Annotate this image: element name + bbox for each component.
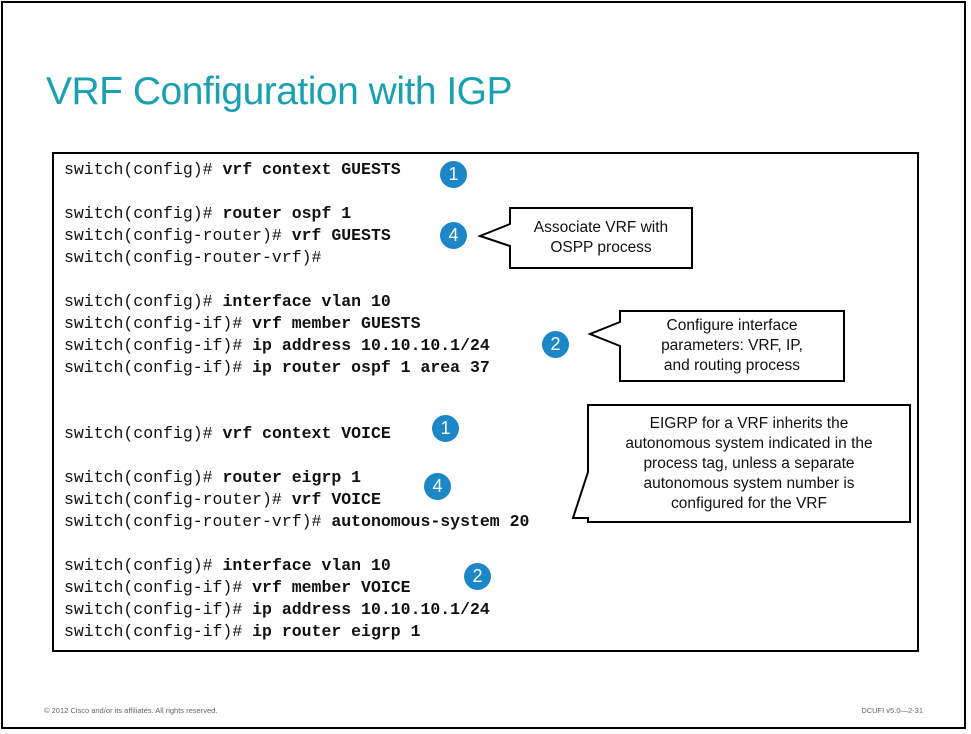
code-command: ip address 10.10.10.1/24 [252, 600, 490, 619]
callout-line: process tag, unless a separate [643, 455, 855, 472]
code-prompt: switch(config)# [64, 160, 223, 179]
code-command: interface vlan 10 [222, 556, 391, 575]
copyright-footer: © 2012 Cisco and/or its affiliates. All … [44, 706, 218, 715]
code-line: switch(config-if)# ip address 10.10.10.1… [64, 600, 490, 620]
code-prompt: switch(config-if)# [64, 336, 253, 355]
code-line: switch(config-router)# vrf VOICE [64, 490, 381, 510]
code-line: switch(config-if)# ip address 10.10.10.1… [64, 336, 490, 356]
callout-line: EIGRP for a VRF inherits the [649, 415, 849, 432]
code-prompt: switch(config)# [64, 204, 223, 223]
code-prompt: switch(config)# [64, 468, 223, 487]
callout-eigrp-text: EIGRP for a VRF inherits the autonomous … [590, 414, 908, 514]
code-prompt: switch(config-router)# [64, 490, 292, 509]
code-command: ip address 10.10.10.1/24 [252, 336, 490, 355]
code-prompt: switch(config-router)# [64, 226, 292, 245]
step-badge: 2 [542, 331, 569, 358]
callout-line: and routing process [663, 357, 801, 374]
code-prompt: switch(config-if)# [64, 578, 253, 597]
callout-line: OSPP process [550, 239, 652, 256]
code-prompt: switch(config-if)# [64, 314, 253, 333]
code-command: vrf member VOICE [252, 578, 411, 597]
code-command: vrf VOICE [291, 490, 381, 509]
code-command: vrf member GUESTS [252, 314, 421, 333]
callout-line: parameters: VRF, IP, [661, 337, 803, 354]
code-command: router eigrp 1 [222, 468, 362, 487]
callout-line: configured for the VRF [671, 495, 827, 512]
code-command: vrf GUESTS [291, 226, 391, 245]
code-prompt: switch(config)# [64, 292, 223, 311]
code-prompt: switch(config-router-vrf)# [64, 512, 332, 531]
code-line: switch(config-if)# vrf member GUESTS [64, 314, 420, 334]
code-line: switch(config)# router eigrp 1 [64, 468, 361, 488]
code-command: router ospf 1 [222, 204, 352, 223]
code-line: switch(config-router-vrf)# autonomous-sy… [64, 512, 529, 532]
code-command: vrf context VOICE [222, 424, 391, 443]
code-command: interface vlan 10 [222, 292, 391, 311]
code-prompt: switch(config-if)# [64, 600, 253, 619]
code-line: switch(config-if)# ip router eigrp 1 [64, 622, 420, 642]
code-prompt: switch(config-router-vrf)# [64, 248, 322, 267]
code-command: ip router eigrp 1 [252, 622, 421, 641]
code-command: autonomous-system 20 [331, 512, 530, 531]
step-badge: 4 [440, 222, 467, 249]
callout-line: Configure interface [666, 317, 798, 334]
code-line: switch(config-router)# vrf GUESTS [64, 226, 391, 246]
code-line: switch(config-router-vrf)# [64, 248, 321, 268]
code-command: vrf context GUESTS [222, 160, 401, 179]
code-line: switch(config)# vrf context VOICE [64, 424, 391, 444]
code-line: switch(config)# vrf context GUESTS [64, 160, 401, 180]
code-line: switch(config-if)# vrf member VOICE [64, 578, 411, 598]
code-line: switch(config)# interface vlan 10 [64, 292, 391, 312]
callout-line: Associate VRF with [533, 219, 669, 236]
code-line: switch(config-if)# ip router ospf 1 area… [64, 358, 490, 378]
callout-associate-text: Associate VRF with OSPP process [512, 218, 690, 258]
code-command: ip router ospf 1 area 37 [252, 358, 490, 377]
step-badge: 1 [432, 415, 459, 442]
code-prompt: switch(config)# [64, 424, 223, 443]
step-badge: 1 [440, 161, 467, 188]
callout-line: autonomous system indicated in the [625, 435, 873, 452]
code-prompt: switch(config-if)# [64, 358, 253, 377]
page-title: VRF Configuration with IGP [46, 70, 513, 113]
code-line: switch(config)# interface vlan 10 [64, 556, 391, 576]
code-line: switch(config)# router ospf 1 [64, 204, 351, 224]
step-badge: 2 [464, 563, 491, 590]
code-prompt: switch(config-if)# [64, 622, 253, 641]
course-id-footer: DCUFI v5.0—2-31 [861, 706, 923, 715]
step-badge: 4 [424, 473, 451, 500]
callout-line: autonomous system number is [643, 475, 855, 492]
callout-interface-text: Configure interface parameters: VRF, IP,… [622, 316, 842, 376]
code-prompt: switch(config)# [64, 556, 223, 575]
